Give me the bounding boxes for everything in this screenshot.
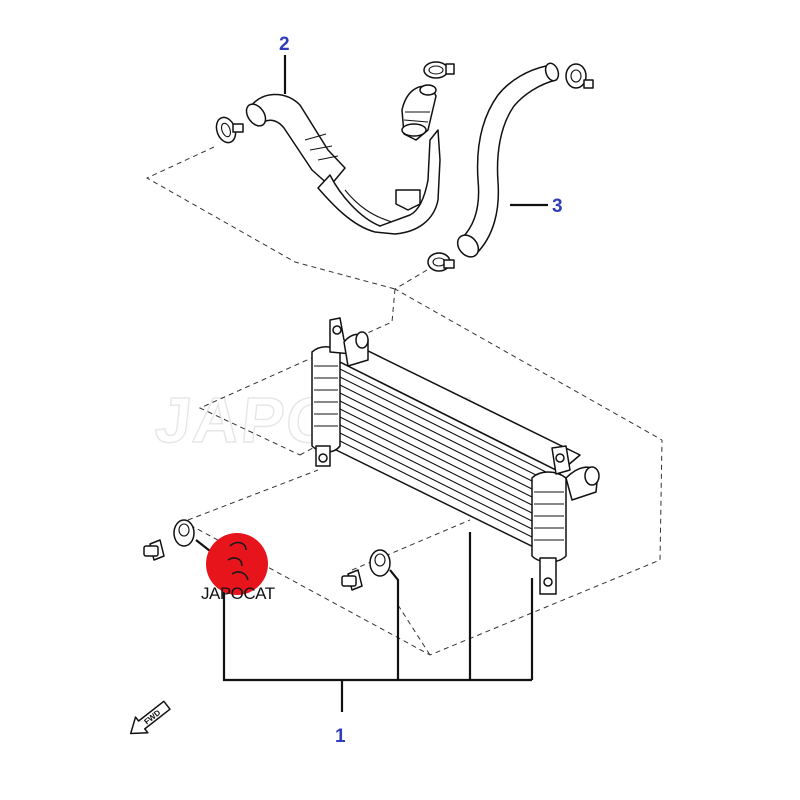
fwd-arrow-icon	[129, 700, 171, 735]
mount-bolt-right	[341, 569, 363, 591]
mount-bolt-left	[143, 539, 165, 561]
logo-red-circle	[206, 533, 268, 595]
fwd-direction-arrow: FWD	[129, 700, 171, 735]
intercooler-fins	[329, 363, 559, 551]
hose-clamp	[427, 252, 455, 272]
hose-clamp	[423, 61, 455, 79]
rubber-mount-right	[369, 549, 391, 577]
japocat-logo: JAPOCAT	[201, 533, 275, 603]
rubber-mount-left	[173, 519, 195, 547]
callout-number-2: 2	[279, 34, 290, 55]
logo-text: JAPOCAT	[201, 584, 275, 603]
outlet-hose	[427, 62, 594, 272]
intercooler	[311, 317, 600, 595]
hose-clamp	[215, 116, 244, 144]
intake-pipe-assembly	[215, 61, 455, 235]
hose-clamp	[565, 63, 594, 89]
callout-number-3: 3	[552, 196, 563, 217]
logo-emblem-icon	[227, 541, 249, 581]
callout-number-1: 1	[335, 726, 346, 747]
assembly-guide-lines	[145, 146, 663, 656]
